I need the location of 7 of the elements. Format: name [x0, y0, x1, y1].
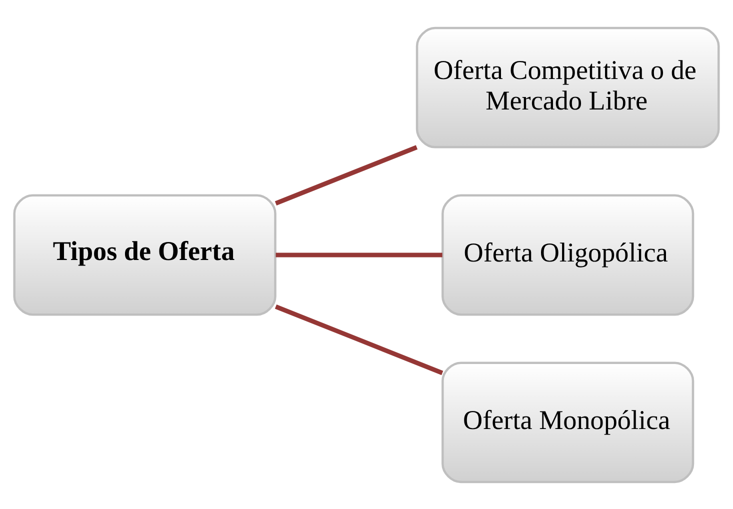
node-box: Oferta Oligopólica: [442, 194, 694, 316]
connector: [274, 144, 418, 205]
connector: [274, 304, 444, 375]
node-box: Tipos de Oferta: [13, 194, 276, 316]
node-box: Oferta Competitiva o de Mercado Libre: [416, 26, 720, 148]
node-box: Oferta Monopólica: [442, 361, 694, 483]
connector: [276, 252, 442, 257]
